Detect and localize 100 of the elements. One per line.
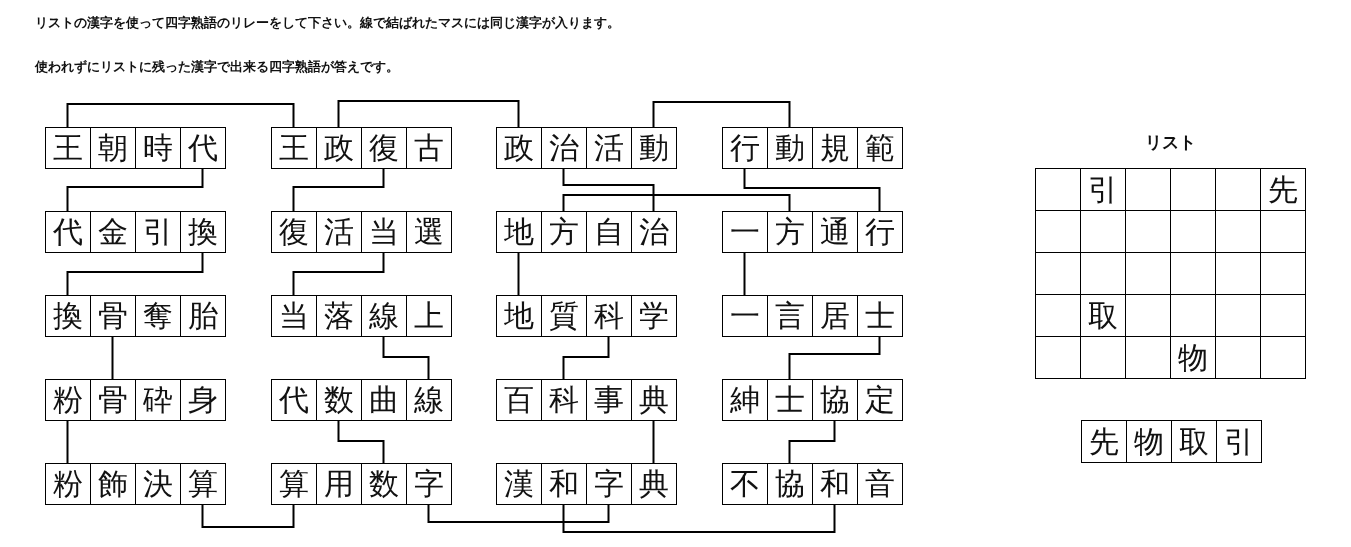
connector-line bbox=[66, 167, 204, 212]
kanji-cell: 線 bbox=[361, 295, 406, 337]
kanji-cell: 復 bbox=[361, 127, 406, 169]
kanji-cell: 定 bbox=[857, 379, 903, 421]
connector-line bbox=[292, 167, 385, 212]
connector-line bbox=[66, 251, 204, 296]
connector-line bbox=[743, 251, 746, 296]
kanji-cell: 先 bbox=[1260, 168, 1306, 210]
kanji-cell: 典 bbox=[631, 463, 677, 505]
kanji-cell: 曲 bbox=[361, 379, 406, 421]
kanji-cell: 王 bbox=[45, 127, 90, 169]
kanji-cell: 上 bbox=[406, 295, 452, 337]
kanji-cell: 復 bbox=[271, 211, 316, 253]
kanji-cell: 行 bbox=[857, 211, 903, 253]
kanji-cell: 地 bbox=[496, 211, 541, 253]
kanji-cell: 範 bbox=[857, 127, 903, 169]
connector-line bbox=[652, 101, 791, 128]
kanji-cell: 線 bbox=[406, 379, 452, 421]
kanji-cell: 代 bbox=[271, 379, 316, 421]
kanji-cell: 古 bbox=[406, 127, 452, 169]
kanji-cell: 数 bbox=[361, 463, 406, 505]
kanji-cell: 科 bbox=[586, 295, 631, 337]
kanji-cell: 政 bbox=[316, 127, 361, 169]
kanji-cell: 事 bbox=[586, 379, 631, 421]
kanji-cell: 粉 bbox=[45, 463, 90, 505]
connector-line bbox=[382, 335, 430, 380]
kanji-cell: 学 bbox=[631, 295, 677, 337]
kanji-cell: 方 bbox=[541, 211, 586, 253]
kanji-cell: 飾 bbox=[90, 463, 135, 505]
connector-line bbox=[201, 503, 295, 528]
kanji-cell: 当 bbox=[271, 295, 316, 337]
kanji-cell: 漢 bbox=[496, 463, 541, 505]
kanji-cell: 引 bbox=[1216, 420, 1262, 463]
kanji-cell: 活 bbox=[316, 211, 361, 253]
instruction-text: 使われずにリストに残った漢字で出来る四字熟語が答えです。 bbox=[35, 58, 399, 76]
connector-line bbox=[111, 335, 114, 380]
kanji-cell: 物 bbox=[1126, 420, 1171, 463]
kanji-cell: 士 bbox=[767, 379, 812, 421]
kanji-cell: 士 bbox=[857, 295, 903, 337]
list-heading: リスト bbox=[1145, 131, 1196, 154]
kanji-cell: 言 bbox=[767, 295, 812, 337]
kanji-cell: 引 bbox=[1080, 168, 1125, 210]
kanji-cell: 換 bbox=[45, 295, 90, 337]
kanji-cell: 方 bbox=[767, 211, 812, 253]
kanji-cell: 当 bbox=[361, 211, 406, 253]
connector-line bbox=[292, 251, 385, 296]
kanji-cell: 身 bbox=[180, 379, 226, 421]
kanji-cell: 骨 bbox=[90, 295, 135, 337]
kanji-cell: 胎 bbox=[180, 295, 226, 337]
kanji-cell: 協 bbox=[812, 379, 857, 421]
kanji-cell: 和 bbox=[812, 463, 857, 505]
kanji-cell: 自 bbox=[586, 211, 631, 253]
kanji-cell: 通 bbox=[812, 211, 857, 253]
kanji-cell: 換 bbox=[180, 211, 226, 253]
connector-line bbox=[743, 167, 881, 212]
connector-line bbox=[337, 419, 385, 464]
connector-line bbox=[66, 103, 295, 128]
kanji-cell: 和 bbox=[541, 463, 586, 505]
connector-line bbox=[517, 251, 520, 296]
kanji-cell: 一 bbox=[722, 295, 767, 337]
kanji-cell: 引 bbox=[135, 211, 180, 253]
kanji-cell: 算 bbox=[180, 463, 226, 505]
kanji-cell: 選 bbox=[406, 211, 452, 253]
kanji-cell: 時 bbox=[135, 127, 180, 169]
kanji-cell: 奪 bbox=[135, 295, 180, 337]
kanji-cell: 決 bbox=[135, 463, 180, 505]
kanji-cell: 動 bbox=[767, 127, 812, 169]
instruction-text: リストの漢字を使って四字熟語のリレーをして下さい。線で結ばれたマスには同じ漢字が入ります。 bbox=[35, 14, 620, 32]
kanji-cell: 落 bbox=[316, 295, 361, 337]
kanji-cell: 活 bbox=[586, 127, 631, 169]
connector-line bbox=[562, 503, 836, 533]
kanji-cell: 金 bbox=[90, 211, 135, 253]
kanji-cell: 居 bbox=[812, 295, 857, 337]
connector-line bbox=[562, 194, 791, 212]
kanji-cell: 代 bbox=[180, 127, 226, 169]
connector-line bbox=[427, 503, 610, 523]
kanji-cell: 一 bbox=[722, 211, 767, 253]
kanji-cell: 骨 bbox=[90, 379, 135, 421]
connector-line bbox=[562, 335, 610, 380]
kanji-cell: 取 bbox=[1171, 420, 1216, 463]
kanji-cell: 政 bbox=[496, 127, 541, 169]
connector-line bbox=[788, 335, 881, 380]
connector-line bbox=[337, 100, 520, 128]
kanji-cell: 用 bbox=[316, 463, 361, 505]
kanji-cell: 砕 bbox=[135, 379, 180, 421]
kanji-cell: 算 bbox=[271, 463, 316, 505]
kanji-cell: 字 bbox=[406, 463, 452, 505]
kanji-cell: 協 bbox=[767, 463, 812, 505]
connector-line bbox=[652, 419, 655, 464]
kanji-cell: 字 bbox=[586, 463, 631, 505]
kanji-cell: 科 bbox=[541, 379, 586, 421]
kanji-cell: 治 bbox=[631, 211, 677, 253]
kanji-cell: 動 bbox=[631, 127, 677, 169]
kanji-cell: 代 bbox=[45, 211, 90, 253]
kanji-cell: 規 bbox=[812, 127, 857, 169]
kanji-cell: 質 bbox=[541, 295, 586, 337]
kanji-cell: 粉 bbox=[45, 379, 90, 421]
kanji-cell: 百 bbox=[496, 379, 541, 421]
kanji-cell: 取 bbox=[1080, 294, 1125, 336]
kanji-cell: 典 bbox=[631, 379, 677, 421]
